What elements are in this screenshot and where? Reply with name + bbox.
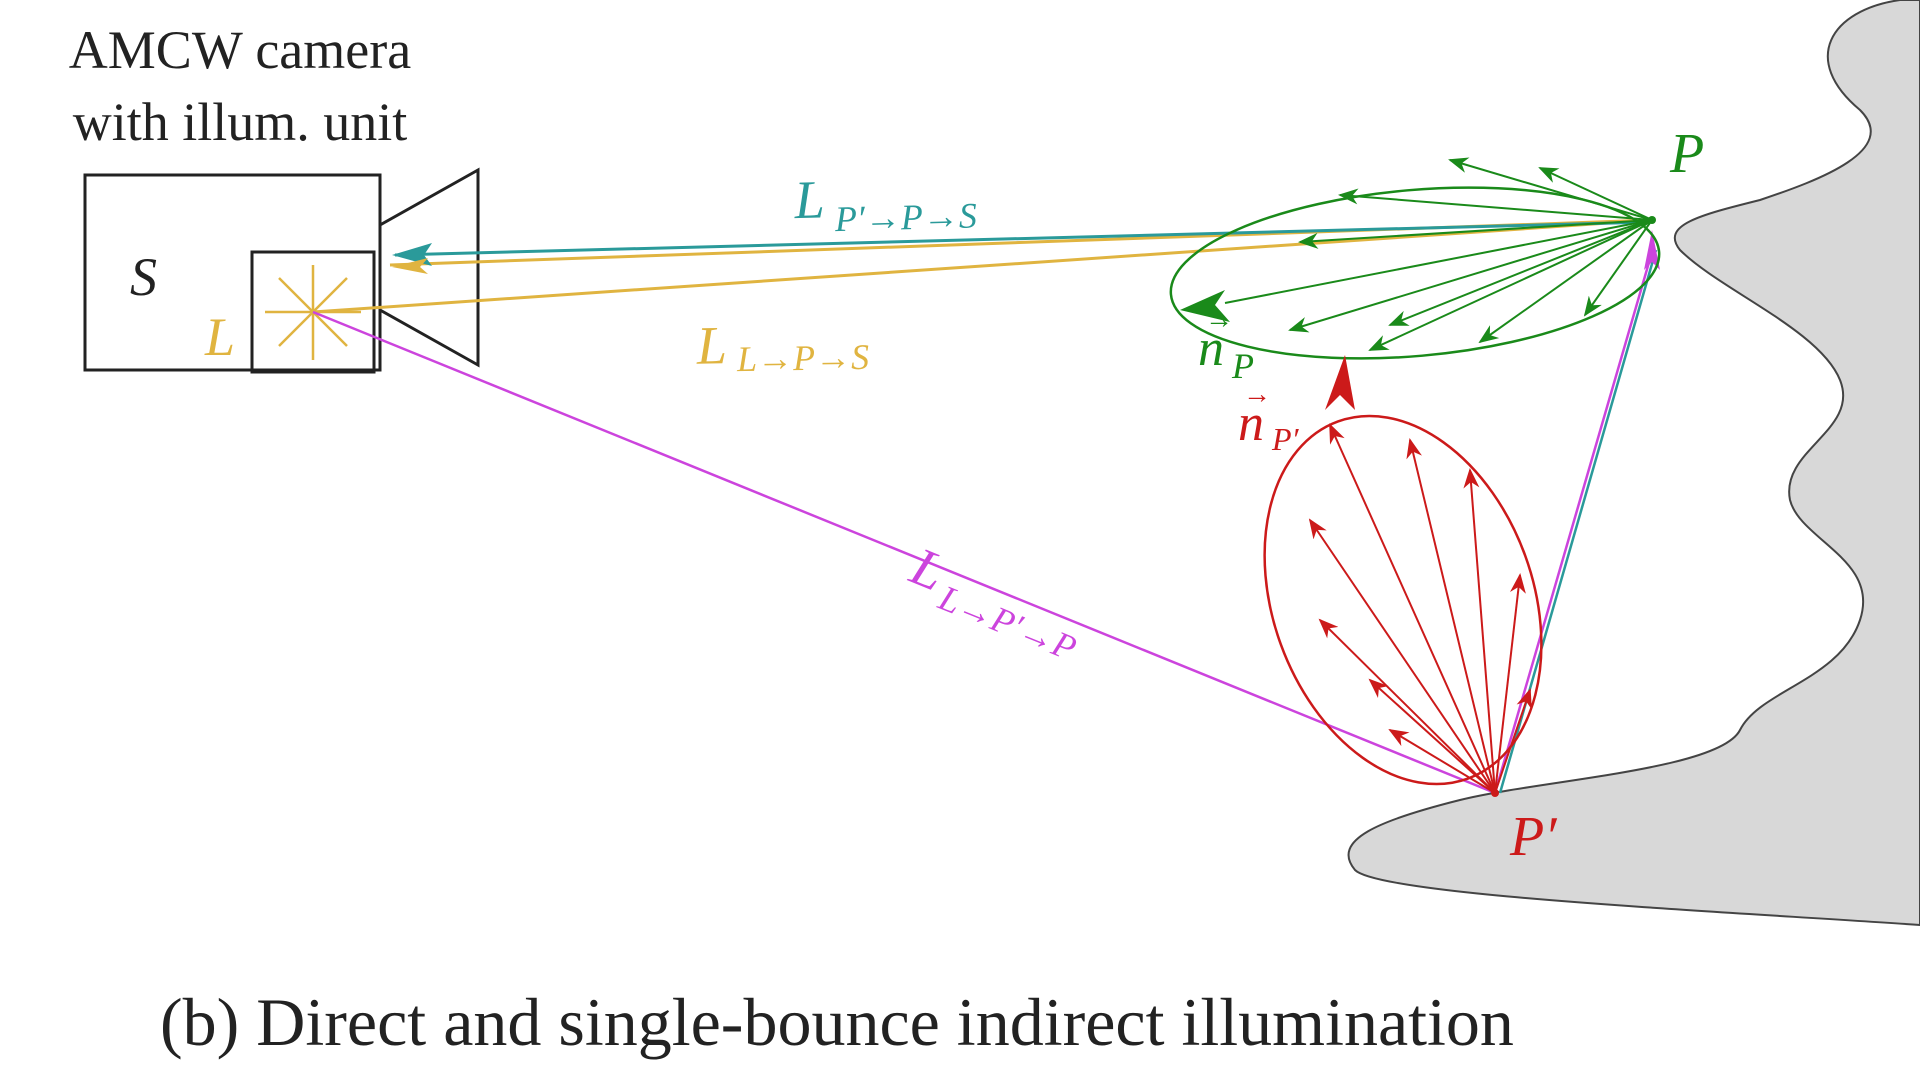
normal-pprime-main: n <box>1238 395 1264 452</box>
label-light-to-pprime: L L→P′→P <box>902 535 1082 668</box>
pprime-to-p-path-magenta <box>1493 251 1654 794</box>
sensor-arrowhead-gold <box>392 258 428 274</box>
lobe-outline-p <box>1169 186 1661 360</box>
normal-arrow-pprime <box>1325 355 1355 410</box>
label-indirect-to-sensor-main: L <box>793 169 826 230</box>
lobe-rays-p <box>1288 157 1653 351</box>
sensor-label: S <box>130 247 157 307</box>
figure-caption: (b) Direct and single-bounce indirect il… <box>160 984 1514 1060</box>
normal-p-sub: P <box>1231 346 1254 386</box>
label-direct: L L→P→S <box>695 315 870 379</box>
normal-p-main: n <box>1198 320 1224 377</box>
indirect-path-to-sensor <box>394 220 1653 257</box>
label-indirect-to-sensor-sub: P′→P→S <box>833 195 977 239</box>
lobe-rays-pprime <box>1308 423 1532 794</box>
camera-lens <box>379 167 480 368</box>
camera-title-line1: AMCW camera <box>69 20 411 80</box>
label-light-to-pprime-sub: L→P′→P <box>933 577 1082 668</box>
label-indirect-to-sensor: L P′→P→S <box>793 169 978 239</box>
normal-label-p: → n P <box>1198 304 1254 386</box>
lobe-outline-pprime <box>1263 414 1543 786</box>
normal-arrow-p <box>1180 290 1230 322</box>
normal-label-pprime: → n P′ <box>1238 379 1300 457</box>
illumination-unit <box>250 250 376 374</box>
point-p-marker <box>1648 216 1656 224</box>
camera-body <box>83 173 382 372</box>
brdf-lobe-p <box>1169 157 1661 360</box>
point-pprime-marker <box>1491 789 1499 797</box>
light-paths <box>312 218 1660 795</box>
label-direct-sub: L→P→S <box>736 337 870 379</box>
p-arrowhead-magenta <box>1644 230 1660 270</box>
scene-surface <box>1347 0 1920 927</box>
point-pprime-label: P′ <box>1509 806 1557 868</box>
light-to-pprime-path <box>312 310 1496 795</box>
light-label: L <box>204 307 235 367</box>
point-p-label: P <box>1669 123 1704 185</box>
brdf-lobe-pprime <box>1263 355 1543 794</box>
normal-pprime-arrow-glyph: → <box>1243 379 1271 410</box>
direct-path-out <box>312 218 1653 314</box>
normal-p-arrow-glyph: → <box>1205 304 1233 335</box>
camera-title-line2: with illum. unit <box>73 92 408 152</box>
label-direct-main: L <box>695 315 727 376</box>
normal-pprime-sub: P′ <box>1271 421 1300 457</box>
